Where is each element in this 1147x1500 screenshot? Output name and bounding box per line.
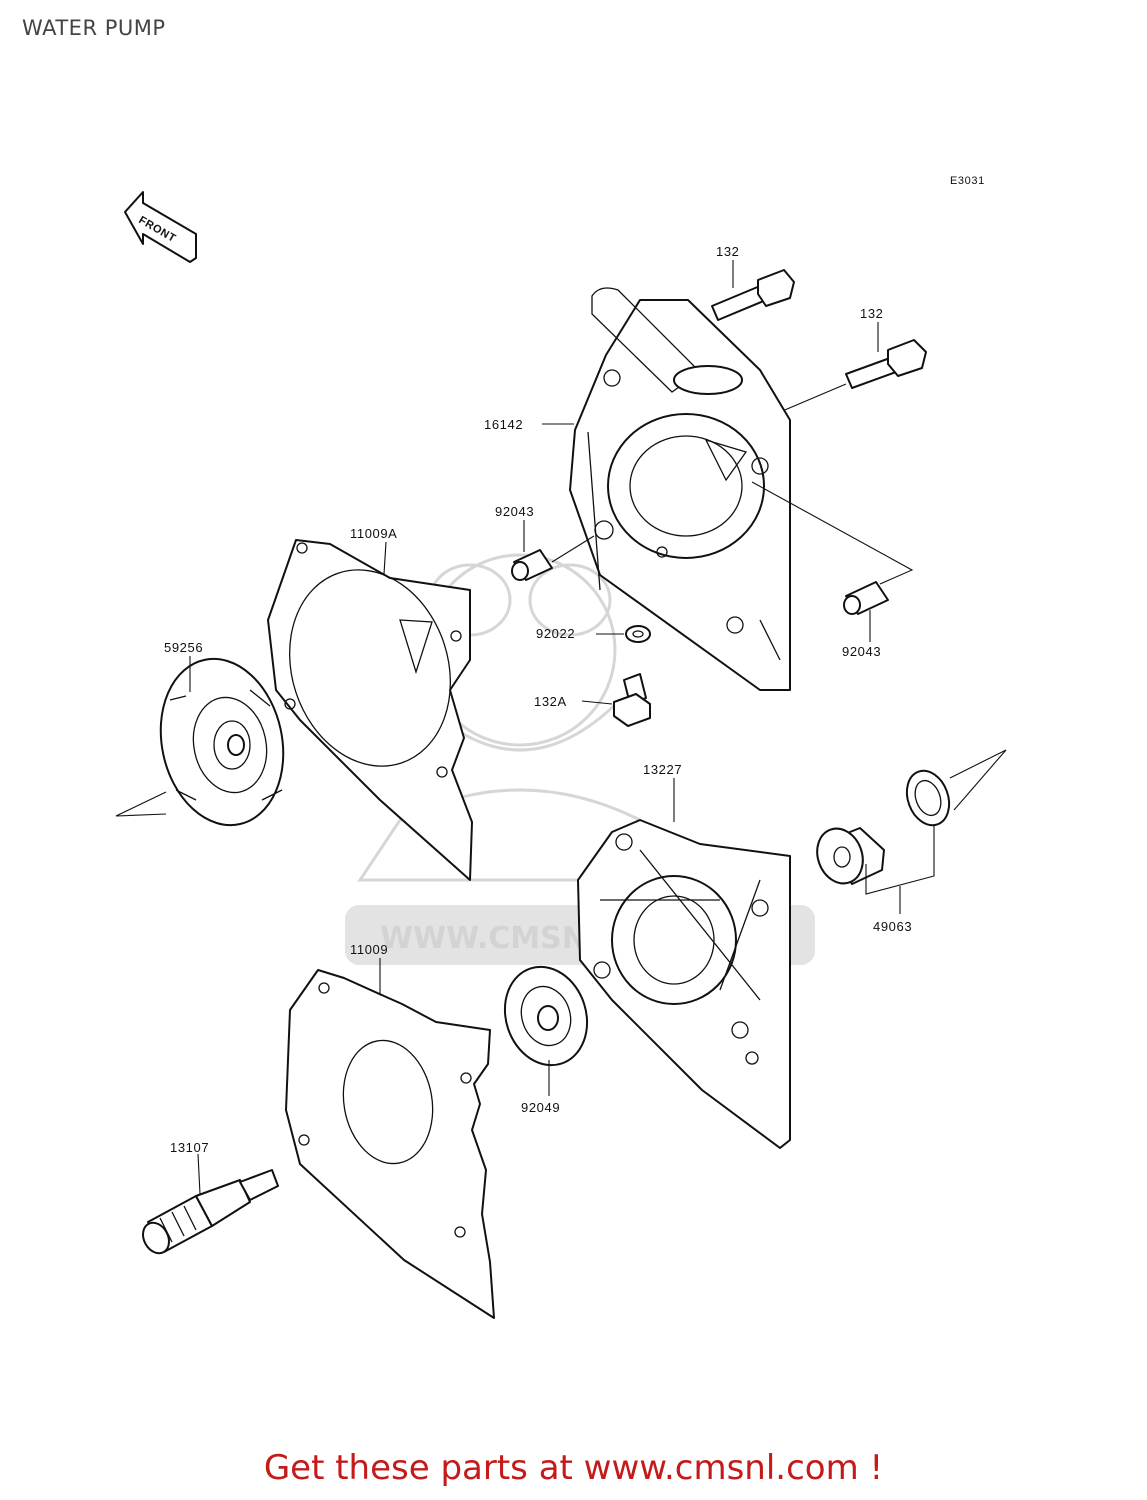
bolt-132-right [845, 339, 927, 389]
part-label-92022: 92022 [536, 626, 575, 641]
part-label-11009: 11009 [350, 942, 388, 957]
part-label-49063: 49063 [873, 919, 912, 934]
part-label-16142: 16142 [484, 417, 523, 432]
dowel-pin-92043-left [511, 549, 553, 581]
parts-diagram: WWW.CMSNL.COM E3031 FRONT 132 132 16142 [115, 175, 1007, 1319]
part-label-132A: 132A [534, 694, 567, 709]
washer-92022 [625, 625, 651, 643]
footer-link-text[interactable]: Get these parts at www.cmsnl.com ! [263, 1448, 884, 1488]
part-label-92043-right: 92043 [842, 644, 881, 659]
part-label-59256: 59256 [164, 640, 203, 655]
page-title: WATER PUMP [22, 16, 166, 40]
part-label-11009A: 11009A [350, 526, 397, 541]
dowel-pin-92043-right [843, 581, 889, 615]
part-label-132-top: 132 [716, 244, 740, 259]
diagram-code: E3031 [950, 175, 985, 187]
pump-shaft-13107 [142, 1169, 279, 1255]
part-label-13227: 13227 [643, 762, 682, 777]
part-label-92049: 92049 [521, 1100, 560, 1115]
drain-bolt-132A [613, 673, 651, 727]
pump-cover-16142 [569, 287, 791, 691]
mechanical-seal-49063 [816, 769, 951, 885]
part-label-13107: 13107 [170, 1140, 209, 1155]
oil-seal-92049 [503, 965, 589, 1067]
gasket-11009 [285, 969, 495, 1319]
part-label-132-right: 132 [860, 306, 884, 321]
impeller-59256 [159, 657, 285, 827]
housing-plate-13227 [577, 819, 791, 1149]
bolt-132-top [711, 269, 795, 321]
gasket-11009A [267, 539, 473, 881]
part-label-92043-left: 92043 [495, 504, 534, 519]
front-arrow-icon: FRONT [124, 191, 197, 263]
